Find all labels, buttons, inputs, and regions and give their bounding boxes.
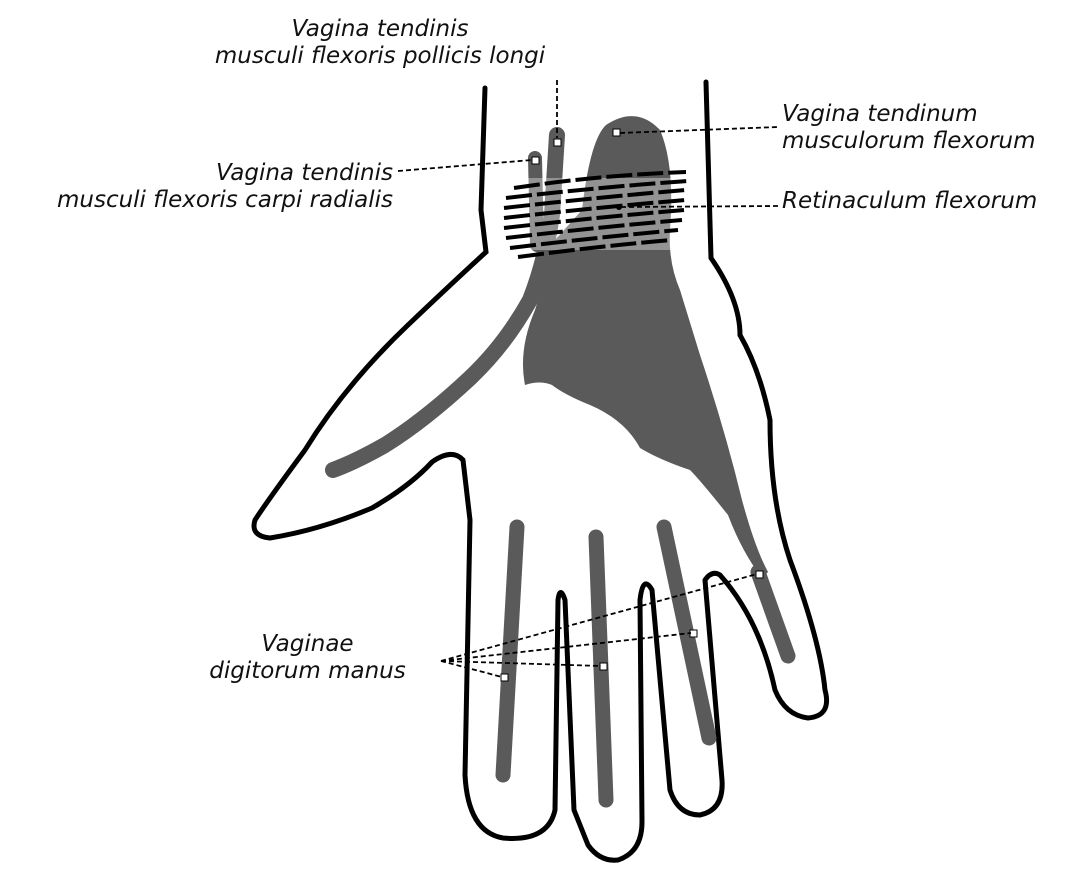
index-finger-sheath xyxy=(503,527,517,775)
digital-label-line2: digitorum manus xyxy=(180,658,435,685)
digital-label-line1: Vaginae xyxy=(180,631,435,658)
fpl-marker xyxy=(554,139,561,146)
retinaculum-band xyxy=(504,172,688,257)
forearm-right-edge xyxy=(706,82,740,335)
hand-outline xyxy=(254,325,827,860)
flexor-sheath-label-line1: Vagina tendinum xyxy=(782,101,1036,128)
little-marker xyxy=(756,571,763,578)
flexor-sheath-marker xyxy=(613,129,620,136)
forearm-left-edge xyxy=(408,88,486,325)
fcr-leader xyxy=(398,160,532,171)
fcr-marker xyxy=(532,157,539,164)
flexor-sheath-label-line2: musculorum flexorum xyxy=(782,128,1036,155)
fpl-label: Vagina tendinis musculi flexoris pollici… xyxy=(180,16,580,70)
flexor-sheath-label: Vagina tendinum musculorum flexorum xyxy=(782,101,1036,155)
index-marker xyxy=(501,674,508,681)
middle-marker xyxy=(600,663,607,670)
fcr-label-line2: musculi flexoris carpi radialis xyxy=(0,187,393,214)
digital-label: Vaginae digitorum manus xyxy=(180,631,435,685)
retinaculum-label-text: Retinaculum flexorum xyxy=(782,188,1037,215)
fcr-label: Vagina tendinis musculi flexoris carpi r… xyxy=(0,160,393,214)
ring-finger-sheath xyxy=(664,527,709,738)
retinaculum-label: Retinaculum flexorum xyxy=(782,188,1037,215)
fpl-label-line2: musculi flexoris pollicis longi xyxy=(180,43,580,70)
fpl-label-line1: Vagina tendinis xyxy=(180,16,580,43)
fcr-label-line1: Vagina tendinis xyxy=(0,160,393,187)
